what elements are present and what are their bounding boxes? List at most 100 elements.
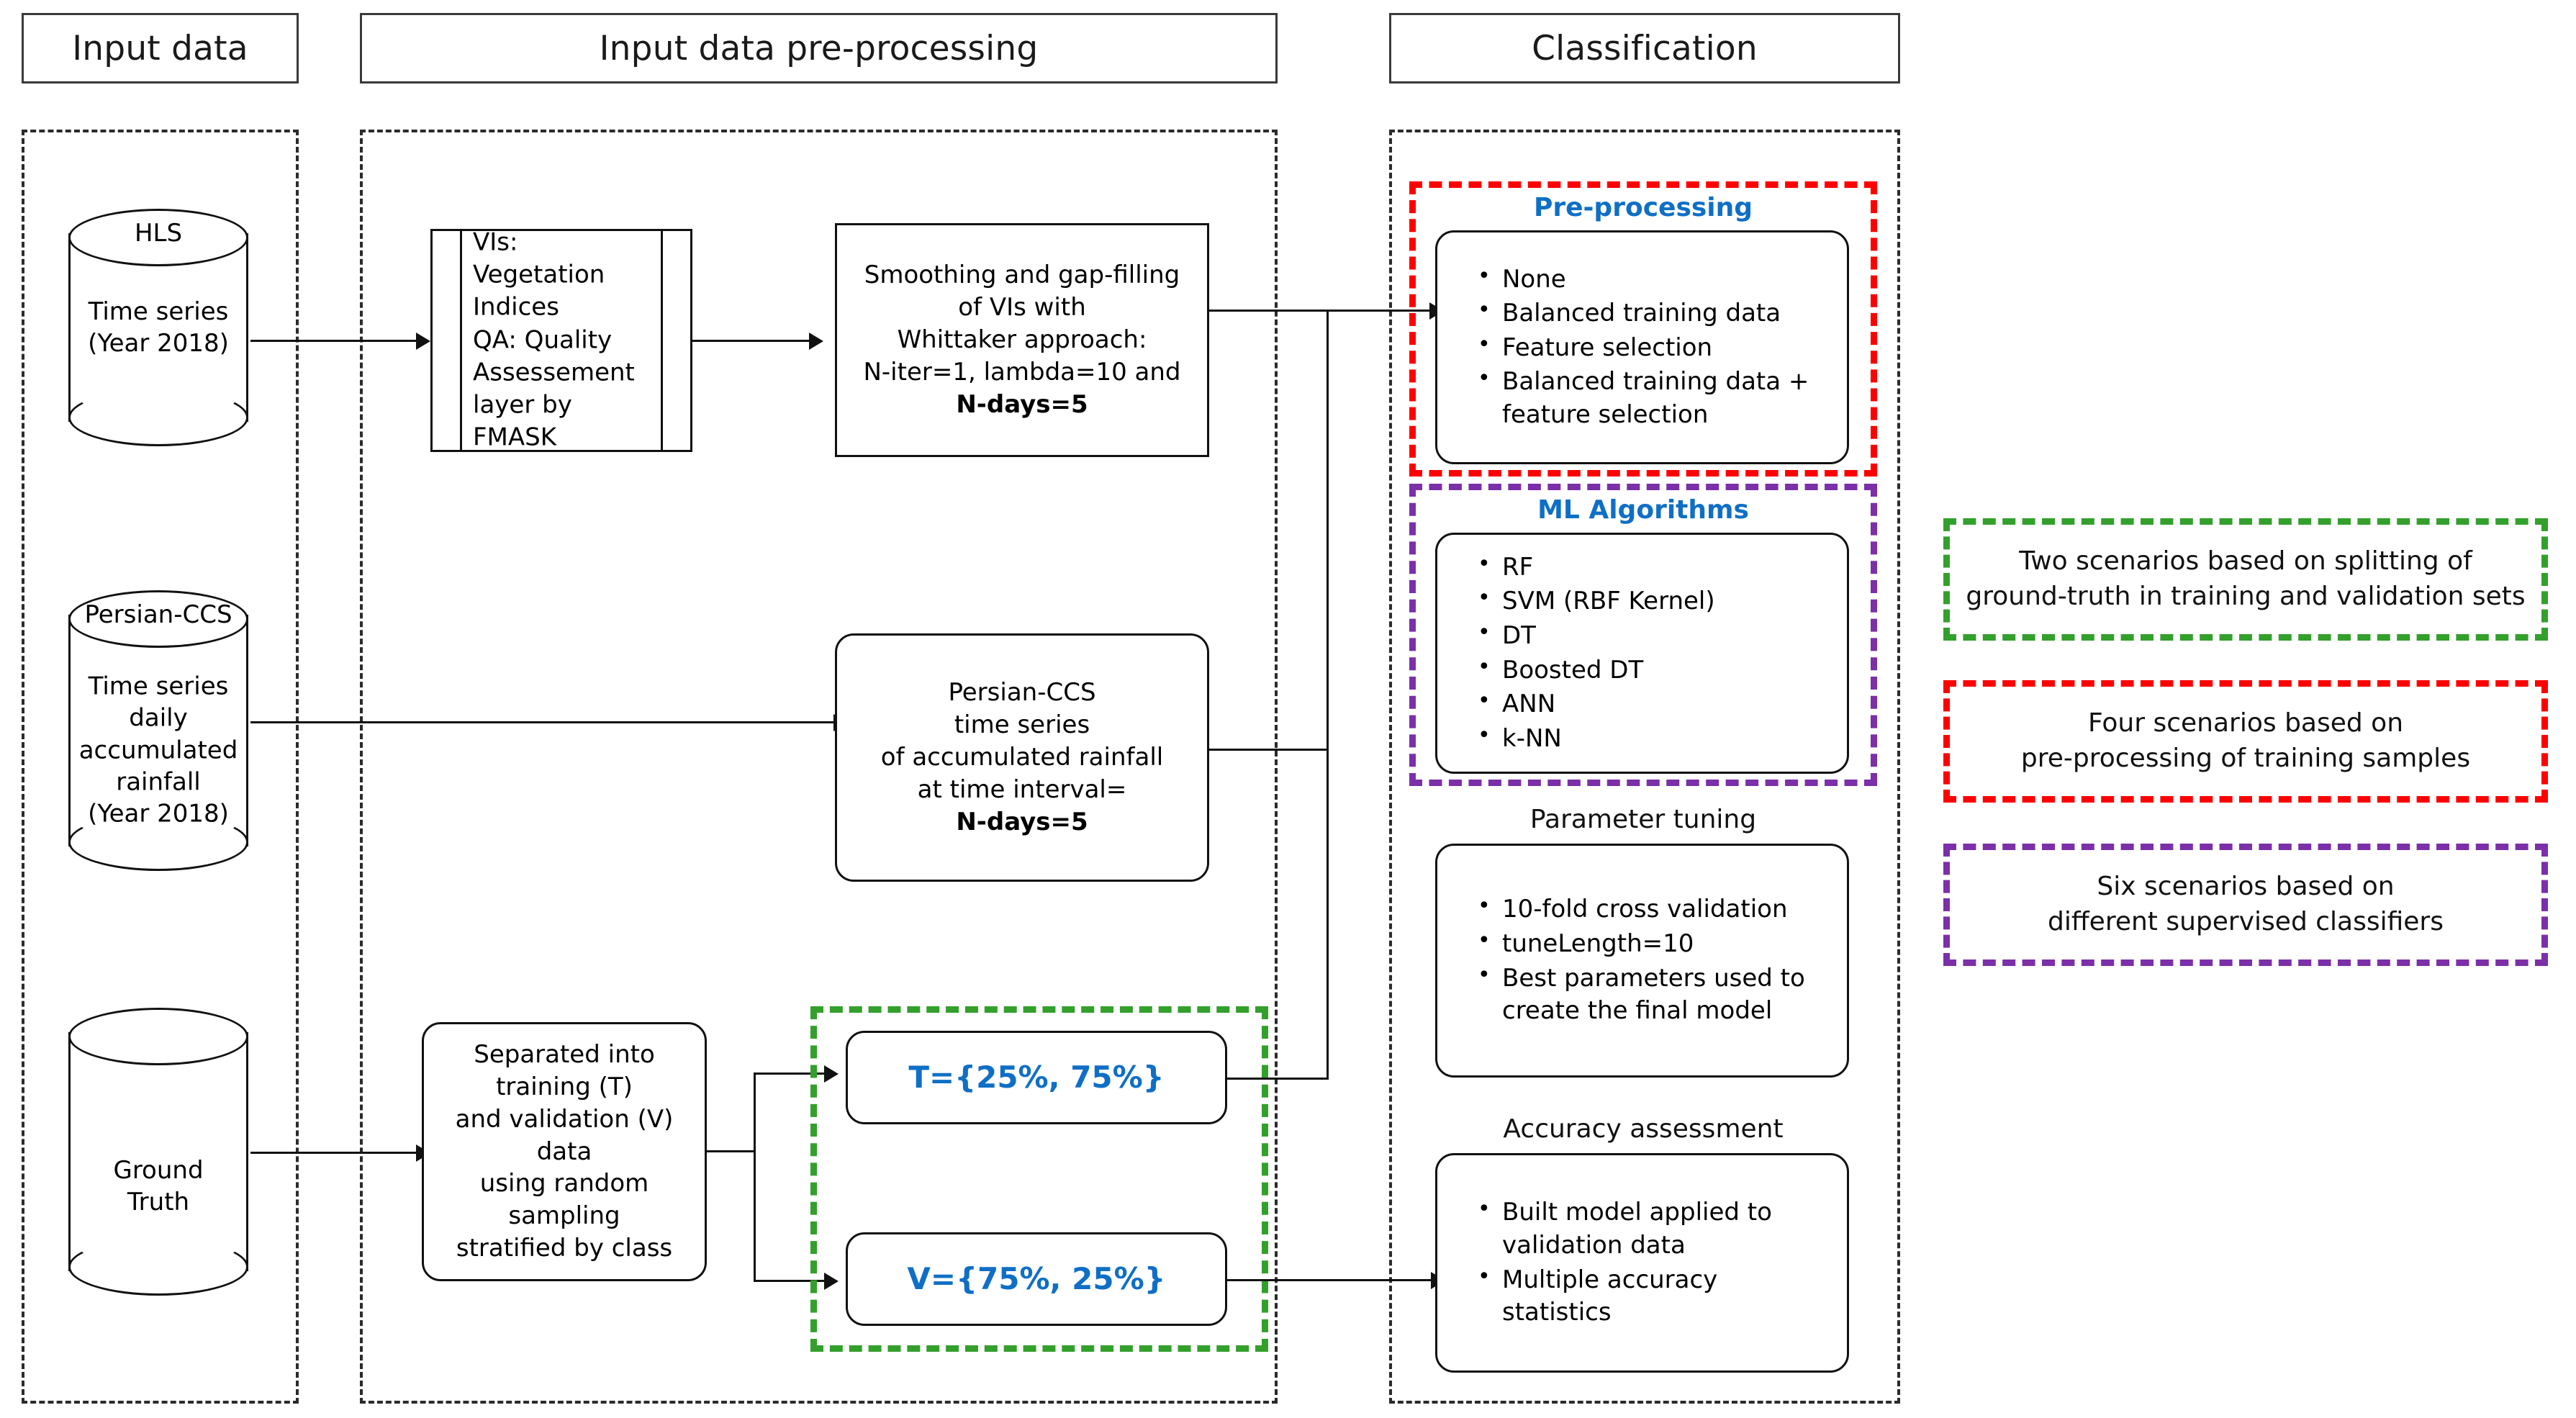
- legend-green-line2: ground-truth in training and validation …: [1966, 582, 2526, 611]
- predefined-process-bar-right: [661, 231, 663, 450]
- legend-item-purple: Six scenarios based on different supervi…: [1943, 844, 2548, 966]
- list-item: RF: [1478, 550, 1715, 584]
- smoothing-line5: N-days=5: [956, 389, 1088, 419]
- highlight-frame-red-preprocessing: [1409, 181, 1877, 477]
- process-training-split: T={25%, 75%}: [846, 1031, 1227, 1124]
- legend-purple-line2: different supervised classifiers: [2048, 907, 2444, 936]
- connector-persian-to-rainfall: [250, 721, 835, 723]
- arrowhead-split-to-validation: [824, 1273, 839, 1290]
- cylinder-bottom: [68, 389, 248, 446]
- header-input-data-label: Input data: [72, 28, 248, 68]
- legend-red-line2: pre-processing of training samples: [2020, 744, 2471, 773]
- cylinder-bottom: [68, 813, 248, 871]
- connector-split-to-training: [754, 1072, 826, 1075]
- smoothing-line4: N-iter=1, lambda=10 and: [863, 357, 1181, 387]
- group-title-accuracy-assessment: Accuracy assessment: [1503, 1114, 1784, 1144]
- datastore-hls-subtitle: Time series (Year 2018): [55, 296, 261, 359]
- group-title-preprocessing: Pre-processing: [1533, 193, 1753, 222]
- process-split-training-validation: Separated into training (T) and validati…: [422, 1022, 707, 1281]
- training-split-value: T={25%, 75%}: [908, 1060, 1165, 1096]
- datastore-persian-line3: rainfall: [116, 767, 201, 797]
- smoothing-line3: Whittaker approach:: [897, 325, 1147, 355]
- list-item: DT: [1478, 618, 1715, 653]
- preprocessing-options-list: None Balanced training data Feature sele…: [1437, 262, 1847, 433]
- header-preprocessing-label: Input data pre-processing: [599, 28, 1039, 68]
- cylinder-body: [68, 615, 248, 846]
- datastore-ground-truth: Ground Truth: [68, 1008, 248, 1296]
- arrowhead-split-to-training: [824, 1065, 839, 1083]
- parameter-tuning-list: 10-fold cross validation tuneLength=10 B…: [1437, 892, 1847, 1029]
- cylinder-top: [68, 1008, 248, 1065]
- cylinder-bottom: [68, 1238, 248, 1296]
- datastore-ground-truth-line2: Truth: [127, 1188, 190, 1216]
- process-vegetation-indices: VIs: Vegetation Indices QA: Quality Asse…: [430, 227, 692, 455]
- datastore-persian-line2: accumulated: [78, 736, 238, 765]
- datastore-persian-subtitle: Time series daily accumulated rainfall (…: [55, 671, 261, 830]
- cylinder-body: [68, 1032, 248, 1271]
- connector-rainfall-to-trunk: [1209, 749, 1329, 751]
- datastore-persian-title: Persian-CCS: [84, 600, 232, 629]
- list-item: Best parameters used to create the final…: [1478, 960, 1831, 1028]
- legend-item-green: Two scenarios based on splitting of grou…: [1943, 518, 2548, 641]
- split-line1: Separated into training (T): [474, 1039, 655, 1101]
- accuracy-assessment-list: Built model applied to validation data M…: [1437, 1195, 1847, 1330]
- connector-split-branch-vertical: [754, 1072, 756, 1281]
- list-item: Built model applied to validation data: [1478, 1195, 1831, 1262]
- process-vegetation-indices-text: VIs: Vegetation Indices QA: Quality Asse…: [473, 227, 650, 455]
- datastore-persian-line1: Time series daily: [88, 672, 229, 733]
- vi-line2: Indices: [473, 293, 559, 322]
- datastore-persian-line4: (Year 2018): [88, 799, 229, 828]
- datastore-ground-truth-label: Ground Truth: [55, 1155, 261, 1218]
- legend-purple-line1: Six scenarios based on: [2097, 872, 2395, 902]
- stage-container-classification: [1389, 130, 1900, 1404]
- vi-line1: VIs: Vegetation: [473, 227, 605, 289]
- legend-item-red: Four scenarios based on pre-processing o…: [1943, 680, 2548, 803]
- ml-algorithms-list: RF SVM (RBF Kernel) DT Boosted DT ANN k-…: [1437, 550, 1731, 757]
- vi-line4: Assessement: [473, 358, 635, 387]
- predefined-process-bar-left: [460, 231, 462, 450]
- process-rainfall-timeseries: Persian-CCS time series of accumulated r…: [835, 633, 1209, 882]
- group-title-parameter-tuning: Parameter tuning: [1529, 805, 1757, 834]
- list-item: None: [1478, 262, 1831, 297]
- rainfall-line2: time series: [954, 710, 1090, 740]
- list-item: Boosted DT: [1478, 653, 1715, 687]
- header-preprocessing: Input data pre-processing: [360, 13, 1278, 83]
- process-validation-split: V={75%, 25%}: [846, 1232, 1227, 1326]
- connector-validation-to-accuracy: [1227, 1279, 1432, 1281]
- header-classification-label: Classification: [1532, 28, 1758, 68]
- list-item: Multiple accuracy statistics: [1478, 1262, 1831, 1329]
- vi-line5: layer by FMASK: [473, 390, 572, 453]
- connector-split-to-validation: [754, 1280, 826, 1282]
- datastore-hls: HLS Time series (Year 2018): [68, 209, 248, 446]
- smoothing-line1: Smoothing and gap-filling: [864, 261, 1180, 290]
- list-item: SVM (RBF Kernel): [1478, 584, 1715, 618]
- arrowhead-vi-to-smoothing: [809, 333, 823, 350]
- connector-training-to-trunk: [1227, 1078, 1329, 1080]
- process-smoothing-gapfilling: Smoothing and gap-filling of VIs with Wh…: [835, 223, 1209, 457]
- validation-split-value: V={75%, 25%}: [907, 1261, 1166, 1297]
- connector-split-branch-stem: [707, 1150, 756, 1152]
- datastore-persian-ccs: Persian-CCS Time series daily accumulate…: [68, 590, 248, 871]
- rainfall-line1: Persian-CCS: [948, 678, 1096, 708]
- datastore-hls-line2: (Year 2018): [88, 329, 229, 358]
- highlight-frame-green-split: [810, 1006, 1268, 1352]
- connector-trunk-vertical: [1327, 310, 1329, 1080]
- datastore-hls-line1: Time series: [88, 297, 229, 326]
- legend-green-line1: Two scenarios based on splitting of: [2019, 546, 2472, 577]
- list-item: ANN: [1478, 687, 1715, 721]
- stage-container-input-data: [22, 130, 299, 1404]
- legend-red-line1: Four scenarios based on: [2087, 708, 2404, 739]
- list-item: Balanced training data: [1478, 296, 1831, 330]
- list-parameter-tuning: 10-fold cross validation tuneLength=10 B…: [1435, 844, 1849, 1078]
- connector-smoothing-to-trunk: [1209, 310, 1329, 312]
- rainfall-line5: N-days=5: [956, 807, 1088, 836]
- cylinder-top: [68, 209, 248, 266]
- smoothing-line2: of VIs with: [958, 293, 1086, 322]
- highlight-frame-purple-ml: [1409, 484, 1877, 786]
- list-classification-preprocessing: None Balanced training data Feature sele…: [1435, 230, 1849, 464]
- connector-gt-to-split: [250, 1152, 417, 1154]
- cylinder-top: [68, 590, 248, 648]
- stage-container-preprocessing: [360, 130, 1278, 1404]
- list-item: tuneLength=10: [1478, 926, 1831, 961]
- connector-vi-to-smoothing: [692, 340, 810, 342]
